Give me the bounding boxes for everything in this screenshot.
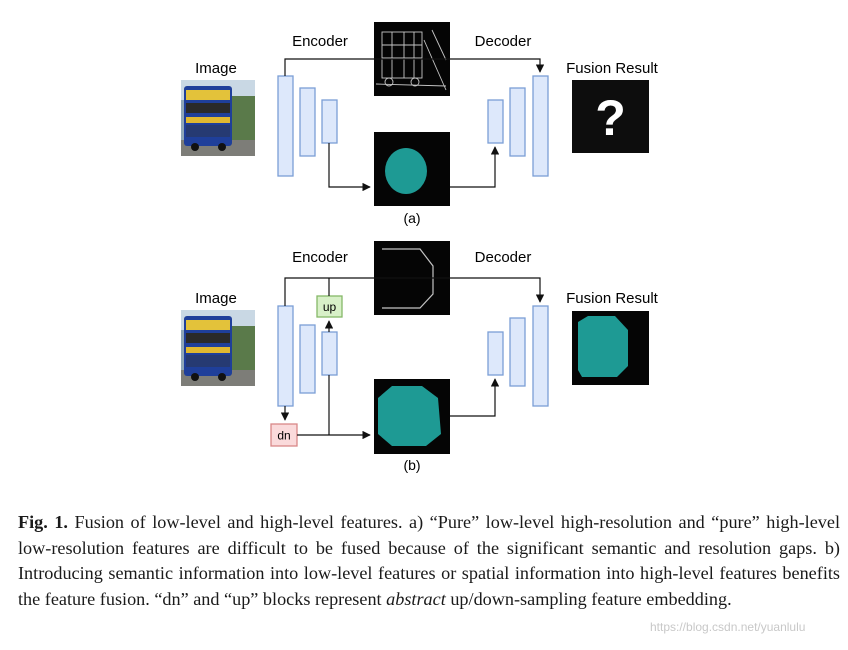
encoder-label: Encoder (292, 249, 348, 266)
spatial-high-level-feature-map (374, 379, 450, 454)
encoder-block-1 (277, 75, 294, 177)
caption-text-2: up/down-sampling feature embedding. (445, 588, 732, 609)
panel-a-label: (a) (403, 210, 420, 226)
decoder-block-2 (509, 87, 526, 157)
fusion-result-label: Fusion Result (566, 60, 659, 77)
panel-b: Image Encoder Decoder Fusion Result up d… (181, 241, 659, 473)
deep-arrow-high (328, 143, 371, 192)
dn-label: dn (277, 429, 290, 443)
fusion-result-label: Fusion Result (566, 290, 659, 307)
fusion-result-box (572, 80, 649, 153)
caption-text-1: Fusion of low-level and high-level featu… (18, 512, 840, 609)
encoder-block-1 (277, 305, 294, 407)
decoder-label: Decoder (475, 249, 532, 266)
decoder-block-2 (509, 317, 526, 387)
image-label: Image (195, 290, 237, 307)
encoder-block-2 (299, 324, 316, 394)
caption-emphasis: abstract (386, 588, 446, 609)
up-label: up (323, 300, 337, 314)
caption-fig-label: Fig. 1. (18, 512, 68, 532)
skip-arrow-low (284, 277, 545, 306)
decoder-block-1 (487, 331, 504, 376)
image-label: Image (195, 60, 237, 77)
high-to-decoder-arrow (450, 146, 500, 188)
question-mark: ? (595, 90, 626, 146)
high-to-decoder-arrow (450, 378, 500, 417)
encoder-block-3 (321, 331, 338, 376)
encoder-block-3 (321, 99, 338, 144)
bus-image (181, 80, 255, 156)
panel-a: Image Encoder Decoder Fusion Result (181, 22, 659, 226)
bus-image (181, 310, 255, 386)
decoder-block-1 (487, 99, 504, 144)
encoder-block-2 (299, 87, 316, 157)
watermark: https://blog.csdn.net/yuanlulu (650, 620, 806, 634)
decoder-block-3 (532, 305, 549, 407)
decoder-label: Decoder (475, 33, 532, 50)
encoder-label: Encoder (292, 33, 348, 50)
panel-b-label: (b) (403, 457, 420, 473)
skip-arrow-low (284, 58, 545, 76)
figure-caption: Fig. 1. Fusion of low-level and high-lev… (18, 510, 840, 612)
fusion-result-box (572, 311, 649, 385)
decoder-block-3 (532, 75, 549, 177)
high-level-feature-map (374, 132, 450, 206)
